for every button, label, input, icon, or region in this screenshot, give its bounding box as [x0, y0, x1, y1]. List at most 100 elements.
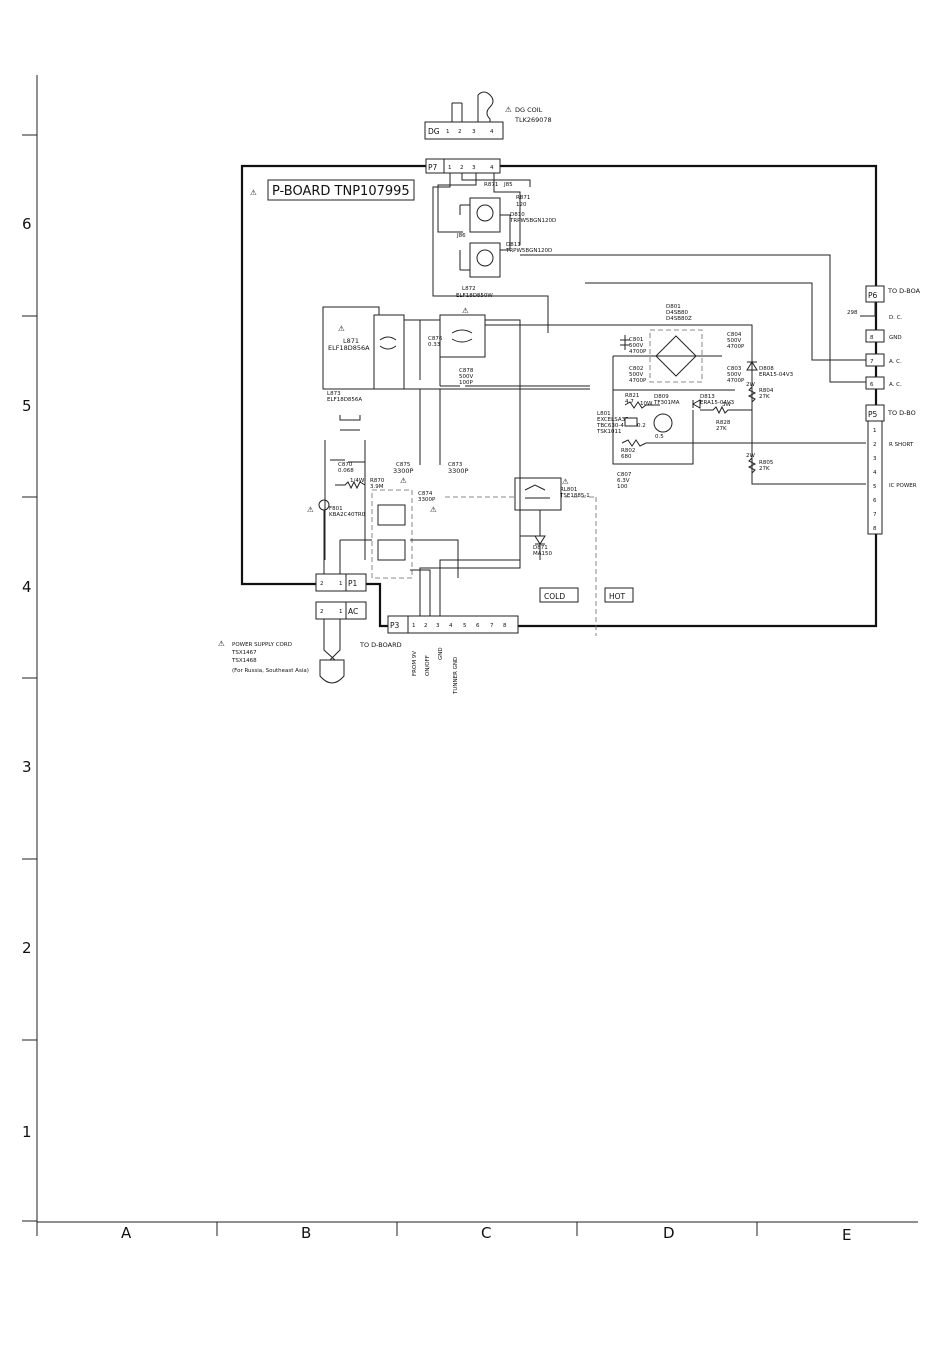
caution-icon: ⚠ [400, 476, 407, 485]
svg-text:3: 3 [472, 129, 476, 135]
svg-text:27K: 27K [759, 466, 770, 472]
ac-connector-label: AC [348, 607, 358, 616]
svg-text:3: 3 [873, 456, 877, 462]
svg-text:J85: J85 [503, 182, 513, 188]
svg-text:RL801: RL801 [560, 487, 577, 493]
caution-icon: ⚠ [462, 306, 469, 315]
svg-text:3300P: 3300P [448, 467, 469, 475]
svg-text:1: 1 [448, 165, 452, 171]
svg-text:EXCELSA35: EXCELSA35 [597, 417, 629, 423]
svg-text:A. C.: A. C. [889, 382, 902, 388]
svg-text:2: 2 [458, 129, 462, 135]
caution-icon: ⚠ [307, 505, 314, 514]
power-input-section: 2 1 P1 2 1 AC ⚠ POWER SUPPLY CORD TSX146… [218, 573, 367, 684]
svg-text:6.3V: 6.3V [617, 478, 630, 484]
svg-text:C807: C807 [617, 472, 632, 478]
row-label-5: 5 [22, 397, 32, 415]
svg-text:ELF18D856A: ELF18D856A [328, 344, 370, 352]
svg-text:8: 8 [503, 623, 507, 629]
caution-icon: ⚠ [430, 505, 437, 514]
svg-text:2W: 2W [746, 453, 755, 459]
caution-icon: ⚠ [505, 105, 512, 114]
svg-text:4: 4 [449, 623, 453, 629]
svg-text:D871: D871 [533, 545, 548, 551]
svg-text:3.9M: 3.9M [370, 484, 384, 490]
svg-text:TSE1885-1: TSE1885-1 [559, 493, 590, 499]
svg-text:TSX1467: TSX1467 [231, 650, 257, 656]
svg-text:TSX1468: TSX1468 [231, 658, 257, 664]
p5-to-d-board: TO D-BO [887, 409, 916, 417]
p3-label: P3 [390, 621, 400, 630]
column-label-b: B [301, 1224, 311, 1242]
svg-text:C873: C873 [448, 462, 463, 468]
svg-text:F801: F801 [329, 506, 343, 512]
column-label-e: E [842, 1226, 851, 1244]
svg-text:0.5: 0.5 [655, 434, 664, 440]
svg-text:500V: 500V [629, 343, 643, 349]
svg-text:C874: C874 [418, 491, 433, 497]
column-label-c: C [481, 1224, 491, 1242]
svg-text:1: 1 [446, 129, 450, 135]
p3-connector: P3 1 2 3 4 5 6 7 8 TO D-BOARD FROM 9V ON… [359, 615, 519, 695]
p5-label: P5 [868, 410, 878, 419]
svg-text:1/4W: 1/4W [350, 478, 365, 484]
p6-connector: P6 TO D-BOA 298 D. C. 8 GND 7 A. C. 6 A.… [847, 285, 921, 390]
svg-text:500V: 500V [459, 374, 473, 380]
row-label-4: 4 [22, 578, 32, 596]
svg-text:L873: L873 [327, 391, 341, 397]
svg-text:7: 7 [490, 623, 494, 629]
svg-text:3: 3 [436, 623, 440, 629]
svg-text:ERA15-04V3: ERA15-04V3 [759, 372, 794, 378]
column-label-d: D [663, 1224, 675, 1242]
svg-text:R871: R871 [484, 182, 498, 188]
svg-text:TRPW5BGN120D: TRPW5BGN120D [505, 248, 552, 254]
svg-text:4700P: 4700P [629, 349, 647, 355]
svg-text:120: 120 [516, 202, 527, 208]
grid-frame: 6 5 4 3 2 1 A B C D E [22, 75, 918, 1244]
svg-text:0.33: 0.33 [428, 342, 441, 348]
svg-text:1: 1 [339, 581, 343, 587]
svg-text:D4SB80Z: D4SB80Z [666, 316, 692, 322]
dg-coil-part: TLK269078 [514, 116, 552, 124]
svg-text:MA150: MA150 [533, 551, 553, 557]
svg-text:6: 6 [870, 382, 874, 388]
caution-icon: ⚠ [562, 477, 569, 486]
svg-text:D. C.: D. C. [889, 315, 903, 321]
svg-text:3: 3 [472, 165, 476, 171]
dg-coil: DG 1 2 3 4 ⚠ DG COIL TLK269078 [424, 91, 552, 140]
svg-text:2: 2 [320, 609, 324, 615]
dg-connector-label: DG [428, 127, 440, 136]
svg-text:TBC630-4: TBC630-4 [596, 423, 624, 429]
svg-text:2: 2 [460, 165, 464, 171]
svg-text:TSK1011: TSK1011 [596, 429, 621, 435]
row-label-2: 2 [22, 939, 32, 957]
svg-text:4: 4 [490, 129, 494, 135]
svg-text:C804: C804 [727, 332, 742, 338]
svg-text:8: 8 [873, 526, 877, 532]
svg-text:A. C.: A. C. [889, 359, 902, 365]
caution-icon: ⚠ [250, 188, 257, 197]
svg-text:D810: D810 [510, 212, 525, 218]
svg-text:298: 298 [847, 310, 858, 316]
svg-text:27K: 27K [716, 426, 727, 432]
svg-text:R821: R821 [625, 393, 639, 399]
svg-text:1: 1 [412, 623, 416, 629]
cold-label: COLD [544, 592, 565, 601]
svg-text:TF301MA: TF301MA [653, 400, 680, 406]
svg-text:4: 4 [873, 470, 877, 476]
svg-text:100P: 100P [459, 380, 473, 386]
svg-text:L871: L871 [343, 337, 359, 345]
svg-text:R870: R870 [370, 478, 385, 484]
svg-text:L872: L872 [462, 286, 476, 292]
svg-text:ELF18D856A: ELF18D856A [327, 397, 362, 403]
svg-text:L801: L801 [597, 411, 611, 417]
svg-text:500V: 500V [727, 372, 741, 378]
row-label-6: 6 [22, 215, 32, 233]
svg-text:0.068: 0.068 [338, 468, 354, 474]
svg-text:C802: C802 [629, 366, 643, 372]
svg-text:1: 1 [339, 609, 343, 615]
svg-text:8: 8 [870, 335, 874, 341]
svg-text:2: 2 [873, 442, 877, 448]
ic-power-label: IC POWER [889, 483, 917, 489]
caution-icon: ⚠ [218, 639, 225, 648]
